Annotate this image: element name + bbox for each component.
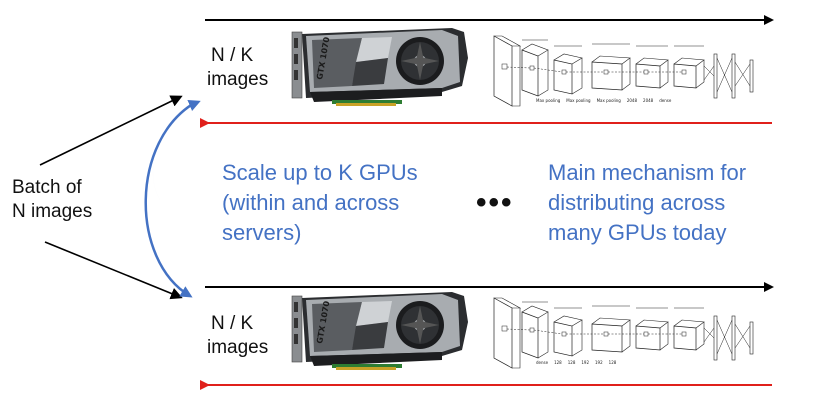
net-label: 192 [595,360,603,365]
top-cnn-diagram [493,35,754,107]
net-label: 128 [567,360,576,365]
net-label: Max pooling [536,98,561,103]
scale-curve-arrow [144,100,197,298]
center-right-line1: Main mechanism for [548,160,747,185]
batch-to-bottom-arrow [44,241,183,300]
net-label: 128 [608,360,617,365]
top-network-labels: Max pooling Max pooling Max pooling 2048… [536,98,776,108]
bottom-gpu-card [291,291,469,371]
center-right-line2: distributing across [548,190,726,215]
net-label: Max pooling [596,98,621,103]
net-label: 2048 [626,98,638,103]
net-label: 192 [581,360,590,365]
net-label: dense [536,360,549,365]
top-group-label-line1: N / K [211,45,254,66]
net-label: dense [659,98,672,103]
center-left-line2: (within and across [222,190,400,215]
batch-label-line2: N images [12,201,93,222]
center-left-line1: Scale up to K GPUs [222,160,418,185]
center-left-line3: servers) [222,220,302,245]
top-gpu-card [291,27,469,107]
bottom-group-label-line1: N / K [211,313,254,334]
ellipsis: ••• [476,186,514,219]
center-right-line3: many GPUs today [548,220,727,245]
bottom-network-labels: dense 128 128 192 192 128 [536,360,776,370]
net-label: Max pooling [566,98,591,103]
center-right-text: Main mechanism for distributing across m… [548,158,746,248]
top-group-label: N / K images [207,44,268,92]
net-label: 128 [554,360,562,365]
batch-label: Batch of N images [12,176,92,224]
bottom-group-label-line2: images [207,337,269,358]
batch-label-line1: Batch of [12,177,82,198]
bottom-cnn-diagram [493,297,754,369]
bottom-group-label: N / K images [207,312,268,360]
net-label: 2048 [643,98,654,103]
center-left-text: Scale up to K GPUs (within and across se… [222,158,418,248]
top-group-label-line2: images [207,69,269,90]
batch-to-top-arrow [39,95,183,166]
